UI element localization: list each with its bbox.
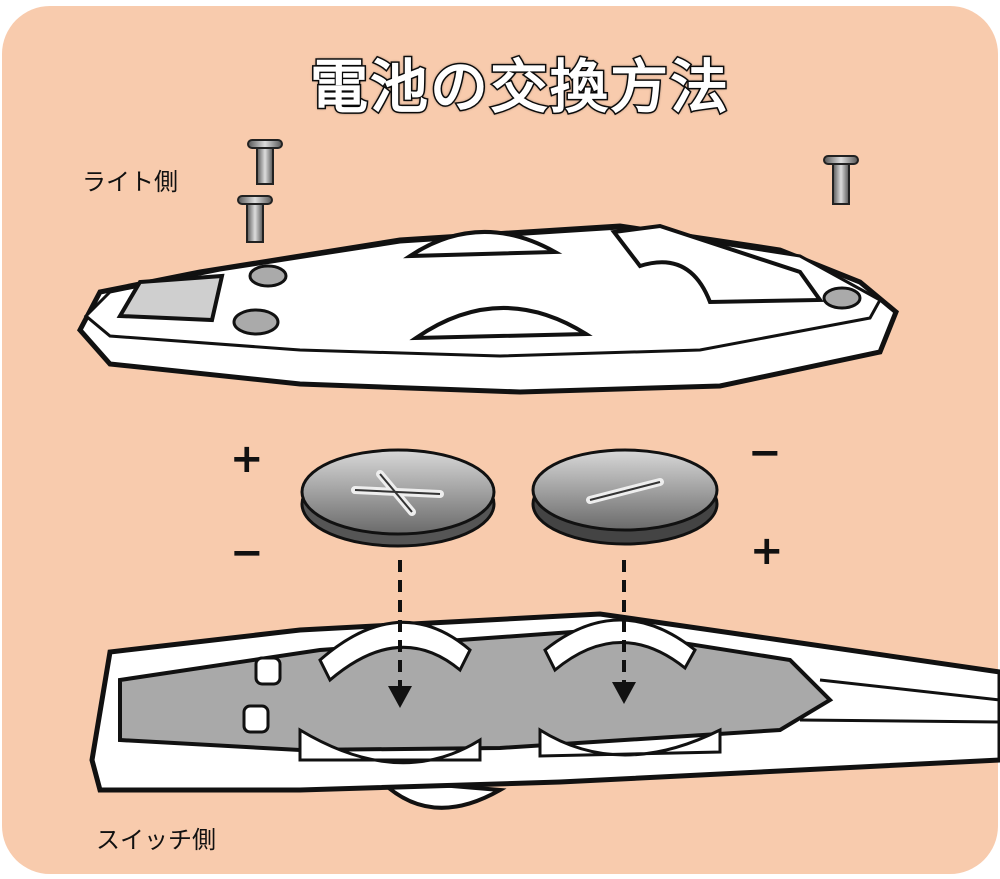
light-side-label: ライト側 <box>82 168 178 196</box>
screw-icon <box>237 195 273 243</box>
light-side-cover <box>76 223 899 395</box>
arrow-down-icon <box>612 560 636 704</box>
switch-side-tray <box>89 611 1000 810</box>
polarity-left-top: + <box>230 436 264 482</box>
polarity-left-bottom: − <box>230 530 264 576</box>
switch-side-label: スイッチ側 <box>96 826 216 854</box>
battery-right <box>531 448 719 546</box>
battery-left <box>300 448 496 548</box>
screw-icon <box>823 155 859 205</box>
page-title: 電池の交換方法 <box>308 52 731 123</box>
arrow-down-icon <box>388 560 412 708</box>
polarity-right-bottom: + <box>750 528 784 574</box>
polarity-right-top: − <box>748 430 782 476</box>
screw-icon <box>247 139 283 185</box>
